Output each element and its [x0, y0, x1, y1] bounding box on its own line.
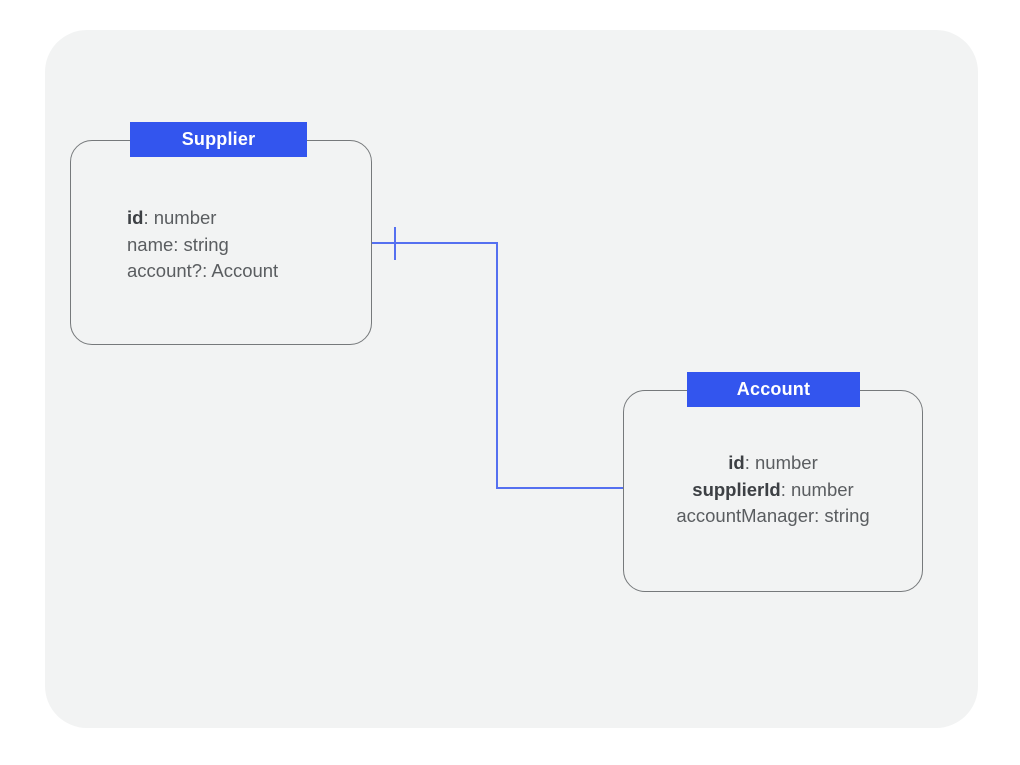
attribute-type: : number: [143, 207, 217, 228]
attribute-type: : Account: [202, 260, 279, 281]
attribute-type: : string: [814, 505, 870, 526]
attribute-row: accountManager: string: [623, 503, 923, 530]
attribute-type: : string: [173, 233, 229, 255]
attribute-name: supplierId: [692, 478, 781, 500]
attribute-row: name: string: [127, 232, 278, 259]
attribute-type: : number: [780, 478, 854, 500]
entity-supplier-title[interactable]: Supplier: [130, 122, 307, 157]
attribute-row: supplierId: number: [623, 477, 923, 504]
attribute-name: id: [127, 207, 144, 228]
attribute-name: id: [728, 452, 745, 473]
attribute-row: id: number: [127, 205, 278, 232]
attribute-row: id: number: [623, 450, 923, 477]
entity-account-title[interactable]: Account: [687, 372, 860, 407]
attribute-row: account?: Account: [127, 258, 278, 285]
attribute-name: accountManager: [676, 505, 815, 526]
attribute-type: : number: [744, 452, 818, 473]
attribute-name: name: [127, 233, 174, 255]
attribute-name: account?: [127, 260, 203, 281]
